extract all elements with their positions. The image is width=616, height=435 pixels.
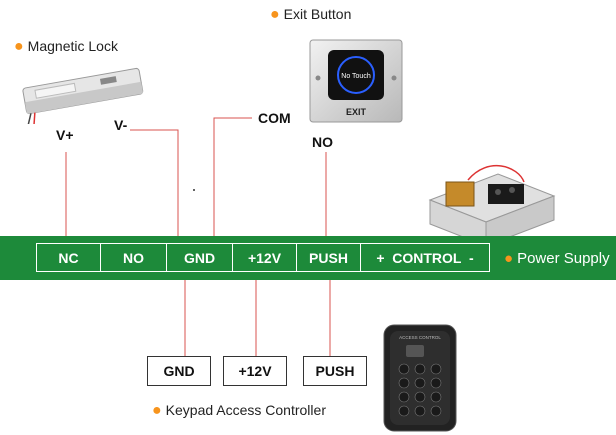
keypad-header-text: ACCESS CONTROL <box>399 335 441 340</box>
wire-com <box>213 117 252 243</box>
power-supply-label: ●Power Supply <box>504 250 610 267</box>
bullet-icon: ● <box>270 6 280 23</box>
bullet-icon: ● <box>14 38 24 55</box>
com-label: COM <box>258 110 291 126</box>
stray-dot <box>193 189 195 191</box>
magnetic-lock-label: ●Magnetic Lock <box>14 38 118 55</box>
bullet-icon: ● <box>504 250 514 267</box>
terminal-gnd: GND <box>166 243 232 272</box>
wire-v-minus <box>130 129 179 243</box>
terminal-no: NO <box>100 243 166 272</box>
power-supply-image <box>428 164 556 246</box>
terminal-nc: NC <box>36 243 100 272</box>
terminal-control: + CONTROL - <box>360 243 490 272</box>
v-minus-label: V- <box>114 117 128 133</box>
keypad-terminal-gnd: GND <box>147 356 211 386</box>
magnetic-lock-image <box>22 67 144 124</box>
terminal-push: PUSH <box>296 243 360 272</box>
exit-plate-text: EXIT <box>346 107 367 117</box>
keypad-terminal-push: PUSH <box>303 356 367 386</box>
exit-button-image: No Touch EXIT <box>309 39 403 123</box>
v-plus-label: V+ <box>56 127 74 143</box>
keypad-image: ACCESS CONTROL <box>383 324 457 432</box>
exit-button-label: ●Exit Button <box>270 6 352 23</box>
exit-button-face-text: No Touch <box>341 73 371 80</box>
terminal-12v: +12V <box>232 243 296 272</box>
no-label: NO <box>312 134 333 150</box>
keypad-label: ●Keypad Access Controller <box>152 402 326 419</box>
bullet-icon: ● <box>152 402 162 419</box>
keypad-terminal-12v: +12V <box>223 356 287 386</box>
